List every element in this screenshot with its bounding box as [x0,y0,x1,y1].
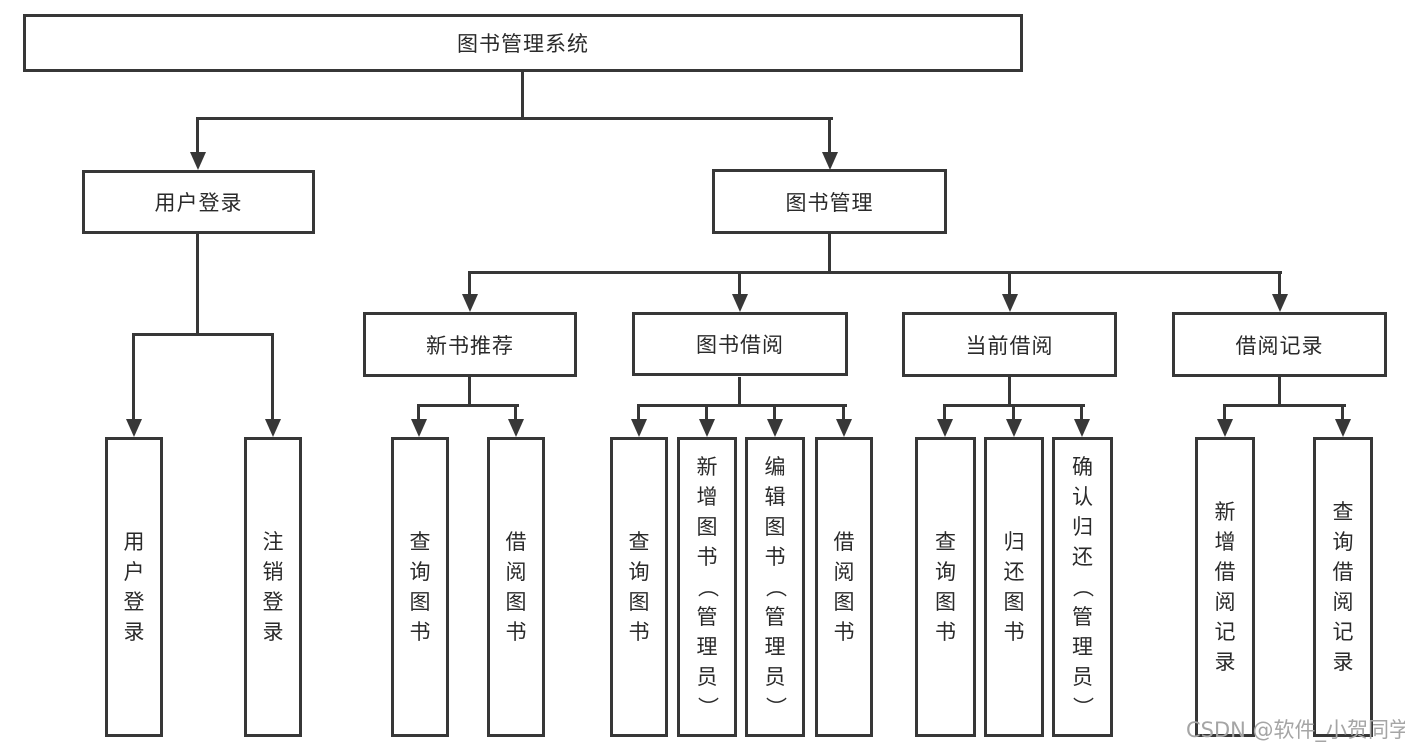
arrow-down-icon [190,152,206,170]
leaf-label: 借阅图书 [833,530,855,644]
connector-to-leaf [773,406,776,419]
connector-book-mgmt-stem [828,234,831,273]
connector-new-books-branch [417,404,519,407]
leaf-label: 查询图书 [409,530,431,644]
connector-to-book-borrow [738,273,741,294]
node-new-books: 新书推荐 [363,312,577,377]
leaf-label: 编辑图书（管理员） [763,455,787,718]
connector-user-login-branch [132,333,274,336]
arrow-down-icon [1272,294,1288,312]
arrow-down-icon [836,419,852,437]
connector-to-leaf [514,406,517,419]
arrow-down-icon [822,152,838,170]
node-book-mgmt: 图书管理 [712,169,947,234]
leaf-query-books-2: 查询图书 [610,437,668,737]
connector-to-leaf [1012,406,1015,419]
connector-to-leaf [637,406,640,419]
node-new-books-label: 新书推荐 [426,333,514,358]
leaf-label: 新增借阅记录 [1214,500,1236,674]
leaf-add-books-admin: 新增图书（管理员） [677,437,737,737]
connector-user-login-stem [196,234,199,335]
node-borrow-records: 借阅记录 [1172,312,1387,377]
leaf-user-login: 用户登录 [105,437,163,737]
arrow-down-icon [1074,419,1090,437]
leaf-label: 查询图书 [628,530,650,644]
arrow-down-icon [1006,419,1022,437]
connector-to-leaf [1341,406,1344,419]
arrow-down-icon [508,419,524,437]
arrow-down-icon [265,419,281,437]
leaf-logout: 注销登录 [244,437,302,737]
leaf-edit-books-admin: 编辑图书（管理员） [745,437,805,737]
connector-to-leaf [271,335,274,419]
arrow-down-icon [631,419,647,437]
node-book-borrow: 图书借阅 [632,312,848,376]
node-user-login: 用户登录 [82,170,315,234]
connector-level3-branch [468,271,1282,274]
connector-book-borrow-branch [637,404,847,407]
leaf-label: 用户登录 [123,530,145,644]
leaf-return-books: 归还图书 [984,437,1044,737]
node-user-login-label: 用户登录 [154,191,243,215]
connector-to-leaf [943,406,946,419]
leaf-label: 注销登录 [262,530,284,644]
arrow-down-icon [1335,419,1351,437]
connector-to-leaf [1080,406,1083,419]
node-book-mgmt-label: 图书管理 [785,190,874,215]
connector-root-stem [521,72,524,119]
node-root-label: 图书管理系统 [457,32,589,56]
connector-to-leaf [132,335,135,419]
arrow-down-icon [767,419,783,437]
connector-to-leaf [842,406,845,419]
leaf-label: 查询图书 [935,530,956,644]
arrow-down-icon [699,419,715,437]
connector-to-current-borrow [1008,273,1011,294]
node-borrow-records-label: 借阅记录 [1235,333,1324,358]
connector-borrow-records-branch [1223,404,1346,407]
leaf-label: 借阅图书 [505,530,527,644]
connector-current-borrow-stem [1008,377,1011,406]
leaf-query-books-1: 查询图书 [391,437,449,737]
arrow-down-icon [937,419,953,437]
leaf-query-borrow-record: 查询借阅记录 [1313,437,1373,737]
connector-level2-branch [196,117,833,120]
connector-to-borrow-records [1278,273,1281,294]
node-book-borrow-label: 图书借阅 [696,333,784,357]
connector-to-leaf [1223,406,1226,419]
leaf-add-borrow-record: 新增借阅记录 [1195,437,1255,737]
arrow-down-icon [1217,419,1233,437]
leaf-label: 确认归还（管理员） [1070,455,1095,718]
leaf-query-books-3: 查询图书 [915,437,976,737]
connector-current-borrow-branch [943,404,1085,407]
node-root: 图书管理系统 [23,14,1023,72]
arrow-down-icon [411,419,427,437]
connector-to-new-books [468,273,471,294]
connector-to-book-mgmt [828,119,831,153]
leaf-label: 查询借阅记录 [1332,500,1354,674]
leaf-label: 新增图书（管理员） [695,455,719,718]
node-current-borrow: 当前借阅 [902,312,1117,377]
connector-new-books-stem [468,377,471,406]
leaf-label: 归还图书 [1003,530,1025,644]
connector-book-borrow-stem [738,377,741,406]
connector-to-leaf [417,406,420,419]
connector-to-leaf [705,406,708,419]
connector-borrow-records-stem [1278,377,1281,406]
leaf-borrow-books-1: 借阅图书 [487,437,545,737]
arrow-down-icon [1002,294,1018,312]
csdn-watermark: CSDN @软件_小贺同学 [1186,718,1405,742]
leaf-borrow-books-2: 借阅图书 [815,437,873,737]
node-current-borrow-label: 当前借阅 [965,333,1054,358]
leaf-confirm-return-admin: 确认归还（管理员） [1052,437,1113,737]
arrow-down-icon [732,294,748,312]
arrow-down-icon [126,419,142,437]
arrow-down-icon [462,294,478,312]
connector-to-user-login [196,119,199,153]
